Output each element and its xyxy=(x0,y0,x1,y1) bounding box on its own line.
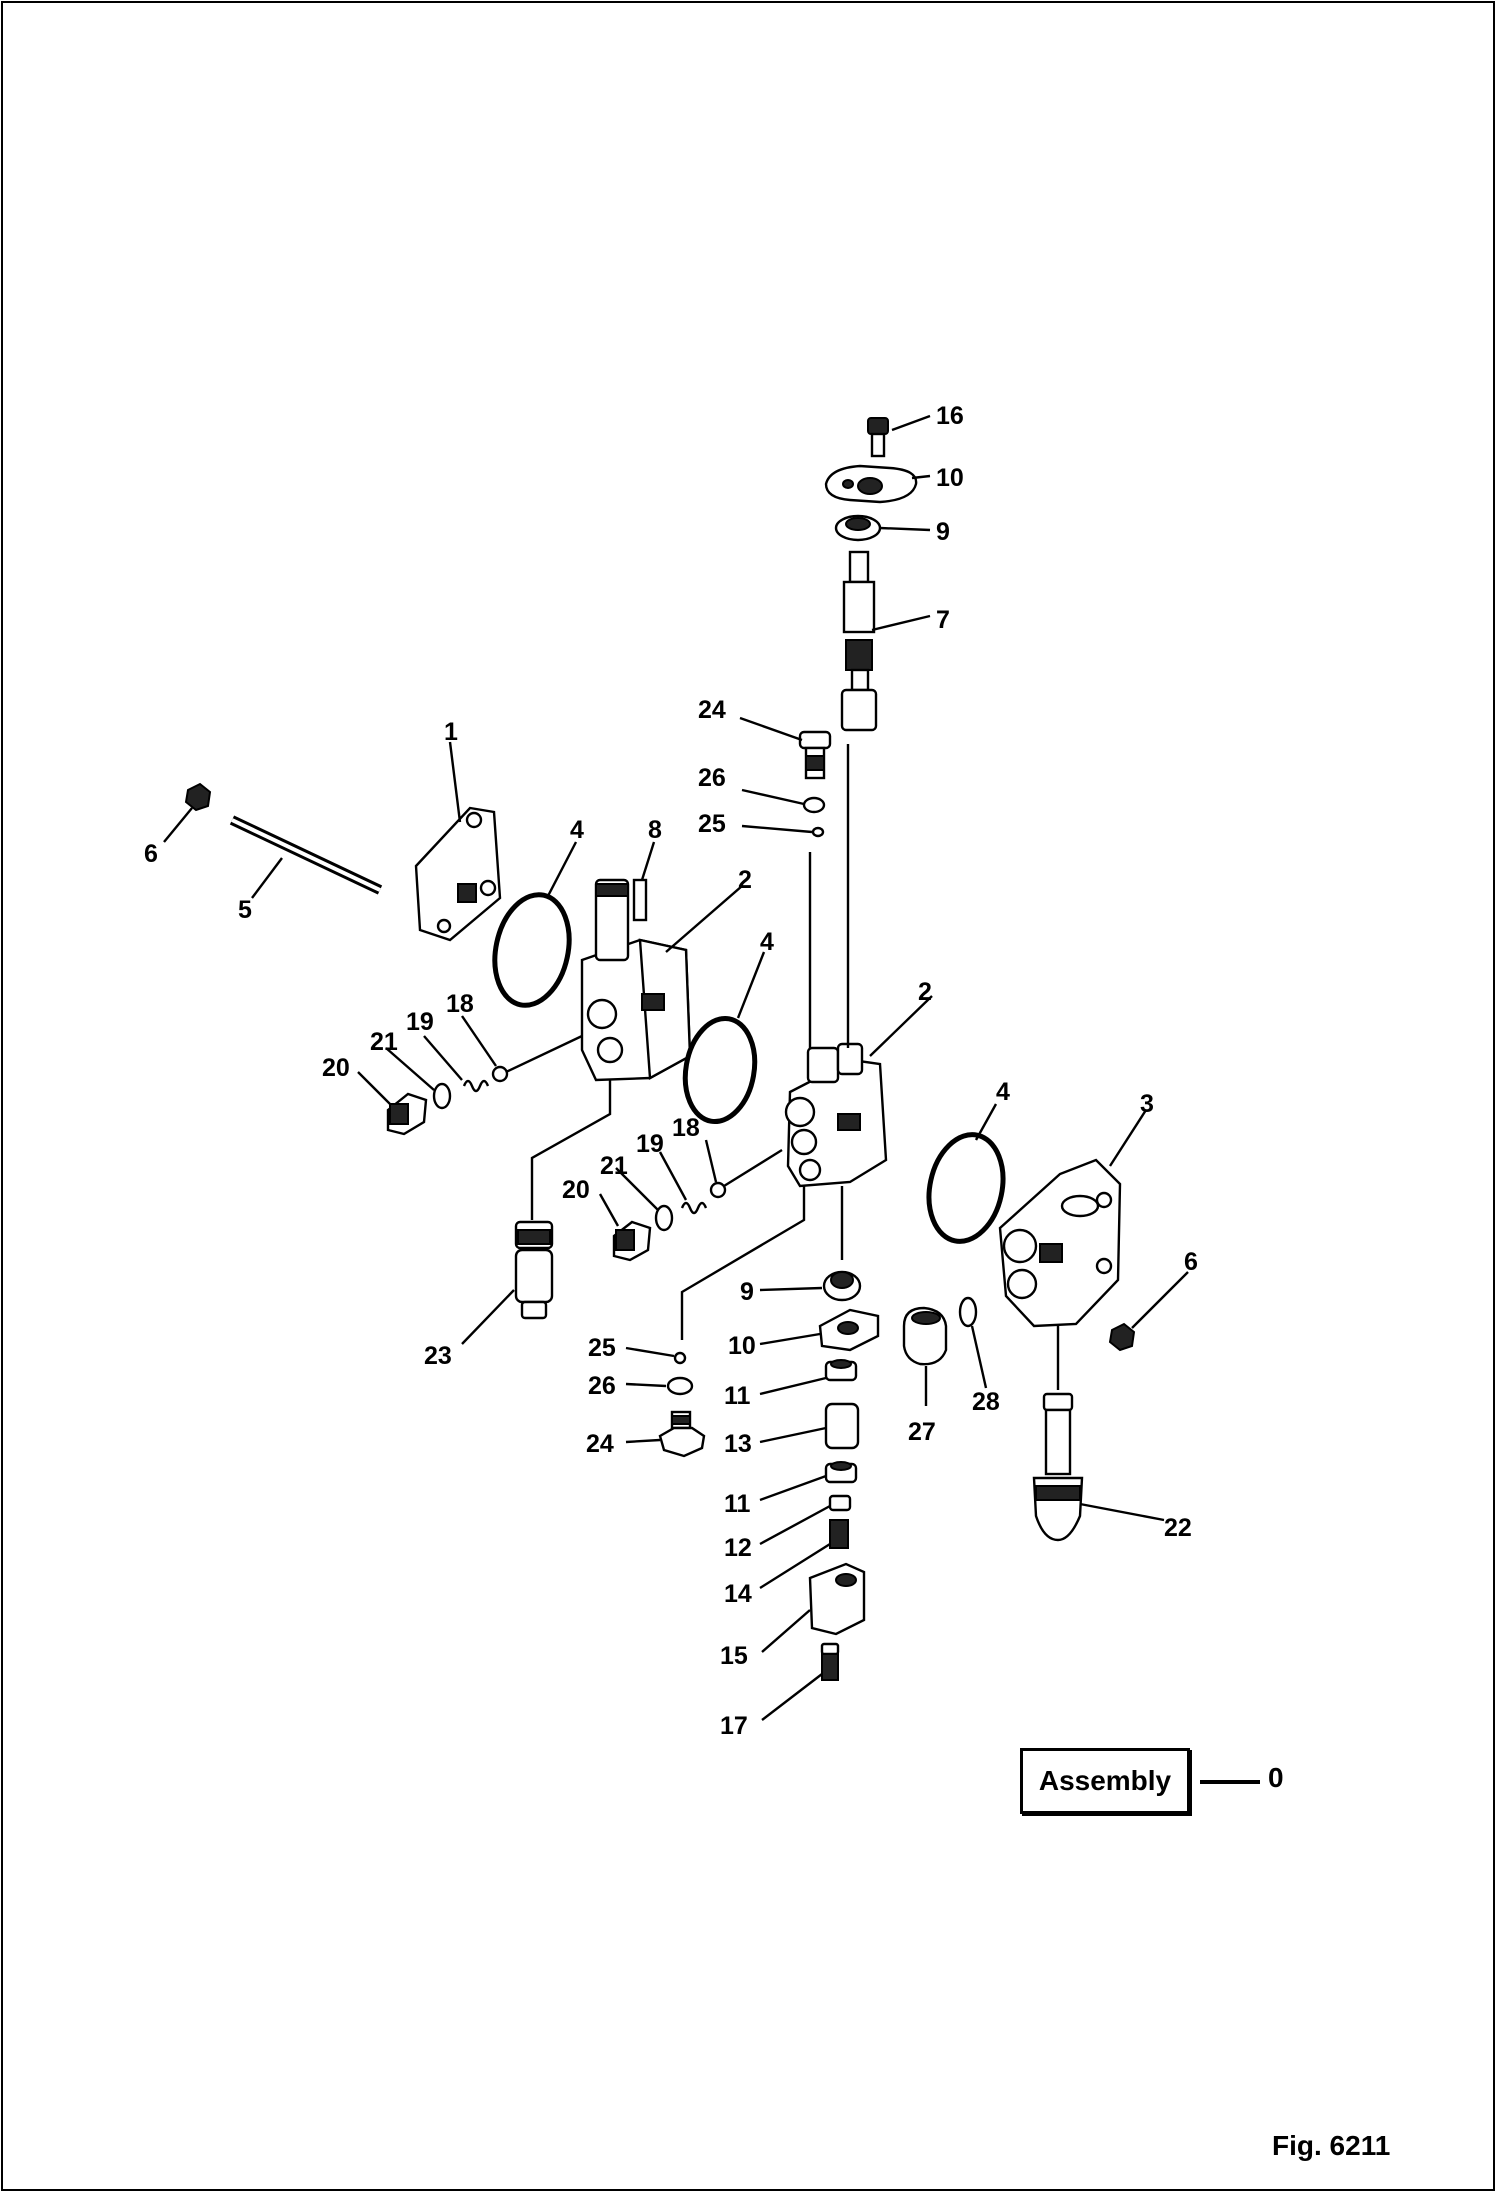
part-6-nut-left xyxy=(184,782,212,812)
part-16-bolt xyxy=(867,417,889,458)
part-28-oring xyxy=(958,1296,978,1328)
assembly-value: 0 xyxy=(1268,1762,1284,1793)
callout-20-right: 20 xyxy=(562,1176,590,1204)
part-4-oring-right xyxy=(926,1132,1006,1244)
callout-23: 23 xyxy=(424,1342,452,1370)
callout-25-top: 25 xyxy=(698,810,726,838)
callout-9-bottom: 9 xyxy=(740,1278,754,1306)
callout-3: 3 xyxy=(1140,1090,1154,1118)
part-21-oring-right xyxy=(654,1204,674,1232)
callout-19-left: 19 xyxy=(406,1008,434,1036)
part-27-plug xyxy=(902,1306,948,1366)
part-10-flange-top xyxy=(824,464,918,504)
assembly-box: Assembly xyxy=(1020,1748,1190,1814)
part-25-oring-top xyxy=(811,826,825,838)
part-17-bolt xyxy=(820,1642,840,1681)
callout-27: 27 xyxy=(908,1418,936,1446)
part-4-oring-left xyxy=(492,892,572,1008)
part-20-plug-right xyxy=(612,1220,652,1262)
callout-7: 7 xyxy=(936,606,950,634)
part-24-plug-top xyxy=(798,730,832,780)
callout-19-right: 19 xyxy=(636,1130,664,1158)
callout-4-middle: 4 xyxy=(760,928,774,956)
callout-2-right: 2 xyxy=(918,978,932,1006)
callout-18-left: 18 xyxy=(446,990,474,1018)
part-14-bolt xyxy=(829,1519,849,1549)
figure-label: Fig. 6211 xyxy=(1272,2130,1391,2161)
part-4-oring-middle xyxy=(682,1015,758,1125)
part-18-ball-right xyxy=(709,1181,727,1199)
part-25-oring-bottom xyxy=(673,1351,687,1365)
callout-22: 22 xyxy=(1164,1514,1192,1542)
callout-15: 15 xyxy=(720,1642,748,1670)
callout-2-left: 2 xyxy=(738,866,752,894)
part-1-end-cover xyxy=(414,806,502,942)
part-26-oring-bottom xyxy=(666,1376,694,1396)
part-10-flange-bottom xyxy=(818,1308,880,1352)
part-2-valve-section-left xyxy=(580,878,692,1082)
callout-28: 28 xyxy=(972,1388,1000,1416)
part-19-spring-right xyxy=(680,1201,708,1215)
part-5-tie-rod xyxy=(229,815,383,895)
callout-21-left: 21 xyxy=(370,1028,398,1056)
callout-5: 5 xyxy=(238,896,252,924)
callout-12: 12 xyxy=(724,1534,752,1562)
part-13-spring xyxy=(824,1402,860,1450)
callout-1: 1 xyxy=(444,718,458,746)
part-3-end-cover xyxy=(998,1158,1122,1328)
part-19-spring-left xyxy=(462,1079,490,1093)
part-21-oring-left xyxy=(432,1082,452,1110)
callout-11-top: 11 xyxy=(724,1382,751,1410)
callout-16: 16 xyxy=(936,402,964,430)
callout-17: 17 xyxy=(720,1712,748,1740)
part-26-oring-top xyxy=(802,796,826,814)
callout-21-right: 21 xyxy=(600,1152,628,1180)
part-15-spool-cap xyxy=(808,1562,866,1636)
part-6-nut-right xyxy=(1108,1322,1136,1352)
callout-4-right: 4 xyxy=(996,1078,1010,1106)
callout-13: 13 xyxy=(724,1430,752,1458)
callout-11-bottom: 11 xyxy=(724,1490,751,1518)
assembly-leader-line xyxy=(1200,1780,1260,1784)
callout-10-top: 10 xyxy=(936,464,964,492)
part-11-collar-bottom xyxy=(824,1461,858,1484)
part-12-stopper xyxy=(828,1494,852,1512)
callout-6-left: 6 xyxy=(144,840,158,868)
callout-6-right: 6 xyxy=(1184,1248,1198,1276)
part-22-relief-valve xyxy=(1032,1392,1084,1542)
callout-24-top: 24 xyxy=(698,696,726,724)
callout-20-left: 20 xyxy=(322,1054,350,1082)
part-2-valve-section-right xyxy=(784,1042,888,1188)
callout-9-top: 9 xyxy=(936,518,950,546)
part-23-relief-valve xyxy=(514,1220,554,1320)
callout-18-right: 18 xyxy=(672,1114,700,1142)
callout-25-bottom: 25 xyxy=(588,1334,616,1362)
part-7-spool xyxy=(840,550,878,732)
part-24-plug-bottom xyxy=(658,1410,706,1458)
part-18-ball-left xyxy=(491,1065,509,1083)
callout-14: 14 xyxy=(724,1580,752,1608)
callout-8: 8 xyxy=(648,816,662,844)
part-9-seal-bottom xyxy=(822,1270,862,1302)
callout-24-bottom: 24 xyxy=(586,1430,614,1458)
callout-4-left: 4 xyxy=(570,816,584,844)
callout-10-bottom: 10 xyxy=(728,1332,756,1360)
part-11-collar-top xyxy=(824,1359,858,1382)
callout-26-bottom: 26 xyxy=(588,1372,616,1400)
part-9-seal-top xyxy=(834,514,882,542)
callout-26-top: 26 xyxy=(698,764,726,792)
part-20-plug-left xyxy=(386,1092,428,1136)
assembly-label: Assembly xyxy=(1038,1765,1172,1796)
